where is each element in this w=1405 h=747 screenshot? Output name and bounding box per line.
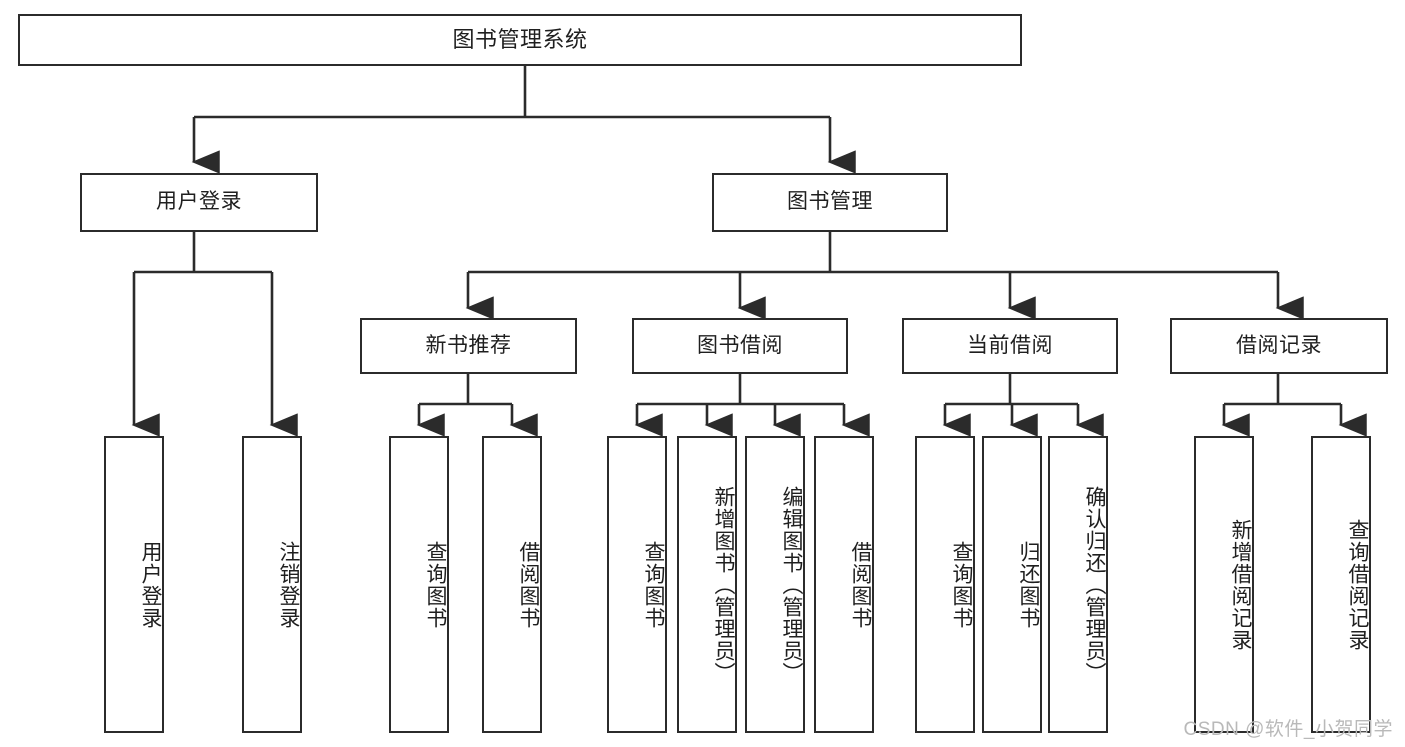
node-leaf-user-login[interactable]: 用户登录 bbox=[104, 436, 164, 733]
node-book-manage-label: 图书管理 bbox=[787, 190, 873, 214]
node-leaf-confirm-return-label: 确认归还（管理员） bbox=[1083, 485, 1106, 684]
node-leaf-return-book-label: 归还图书 bbox=[1017, 540, 1040, 629]
node-leaf-query-book-1-label: 查询图书 bbox=[424, 540, 447, 629]
node-user-login[interactable]: 用户登录 bbox=[80, 173, 318, 232]
node-leaf-edit-book-label: 编辑图书（管理员） bbox=[780, 485, 803, 684]
node-leaf-return-book[interactable]: 归还图书 bbox=[982, 436, 1042, 733]
node-book-borrow-label: 图书借阅 bbox=[697, 333, 783, 357]
node-leaf-query-record[interactable]: 查询借阅记录 bbox=[1311, 436, 1371, 733]
node-current-borrow[interactable]: 当前借阅 bbox=[902, 318, 1118, 374]
edges-current-borrow bbox=[942, 374, 1104, 437]
node-leaf-add-record[interactable]: 新增借阅记录 bbox=[1194, 436, 1254, 733]
csdn-watermark: CSDN @软件_小贺同学 bbox=[1183, 719, 1393, 740]
node-new-book-recommend[interactable]: 新书推荐 bbox=[360, 318, 577, 374]
edges-root bbox=[191, 66, 856, 174]
node-book-manage[interactable]: 图书管理 bbox=[712, 173, 948, 232]
node-leaf-borrow-book-2-label: 借阅图书 bbox=[849, 540, 872, 629]
node-leaf-borrow-book-1[interactable]: 借阅图书 bbox=[482, 436, 542, 733]
node-leaf-add-book[interactable]: 新增图书（管理员） bbox=[677, 436, 737, 733]
node-leaf-logout-login-label: 注销登录 bbox=[277, 540, 300, 629]
node-leaf-add-record-label: 新增借阅记录 bbox=[1229, 518, 1252, 651]
edges-book-manage bbox=[465, 232, 1304, 320]
node-root[interactable]: 图书管理系统 bbox=[18, 14, 1022, 66]
node-leaf-query-book-3-label: 查询图书 bbox=[950, 540, 973, 629]
node-leaf-add-book-label: 新增图书（管理员） bbox=[712, 485, 735, 684]
node-leaf-query-record-label: 查询借阅记录 bbox=[1346, 518, 1369, 651]
node-leaf-query-book-1[interactable]: 查询图书 bbox=[389, 436, 449, 733]
node-user-login-label: 用户登录 bbox=[156, 190, 242, 214]
node-book-borrow[interactable]: 图书借阅 bbox=[632, 318, 848, 374]
node-leaf-edit-book[interactable]: 编辑图书（管理员） bbox=[745, 436, 805, 733]
node-leaf-borrow-book-2[interactable]: 借阅图书 bbox=[814, 436, 874, 733]
node-leaf-query-book-3[interactable]: 查询图书 bbox=[915, 436, 975, 733]
node-root-label: 图书管理系统 bbox=[452, 27, 588, 53]
node-leaf-borrow-book-1-label: 借阅图书 bbox=[517, 540, 540, 629]
edges-new-book-recommend bbox=[416, 374, 538, 437]
node-leaf-query-book-2-label: 查询图书 bbox=[642, 540, 665, 629]
edges-borrow-record bbox=[1221, 374, 1367, 437]
node-leaf-confirm-return[interactable]: 确认归还（管理员） bbox=[1048, 436, 1108, 733]
edges-user-login bbox=[131, 232, 298, 437]
node-new-book-recommend-label: 新书推荐 bbox=[425, 333, 512, 357]
node-leaf-logout-login[interactable]: 注销登录 bbox=[242, 436, 302, 733]
node-current-borrow-label: 当前借阅 bbox=[967, 333, 1053, 357]
node-leaf-query-book-2[interactable]: 查询图书 bbox=[607, 436, 667, 733]
edges-book-borrow bbox=[634, 374, 870, 437]
node-borrow-record[interactable]: 借阅记录 bbox=[1170, 318, 1388, 374]
node-leaf-user-login-label: 用户登录 bbox=[139, 540, 162, 629]
node-borrow-record-label: 借阅记录 bbox=[1236, 333, 1322, 357]
